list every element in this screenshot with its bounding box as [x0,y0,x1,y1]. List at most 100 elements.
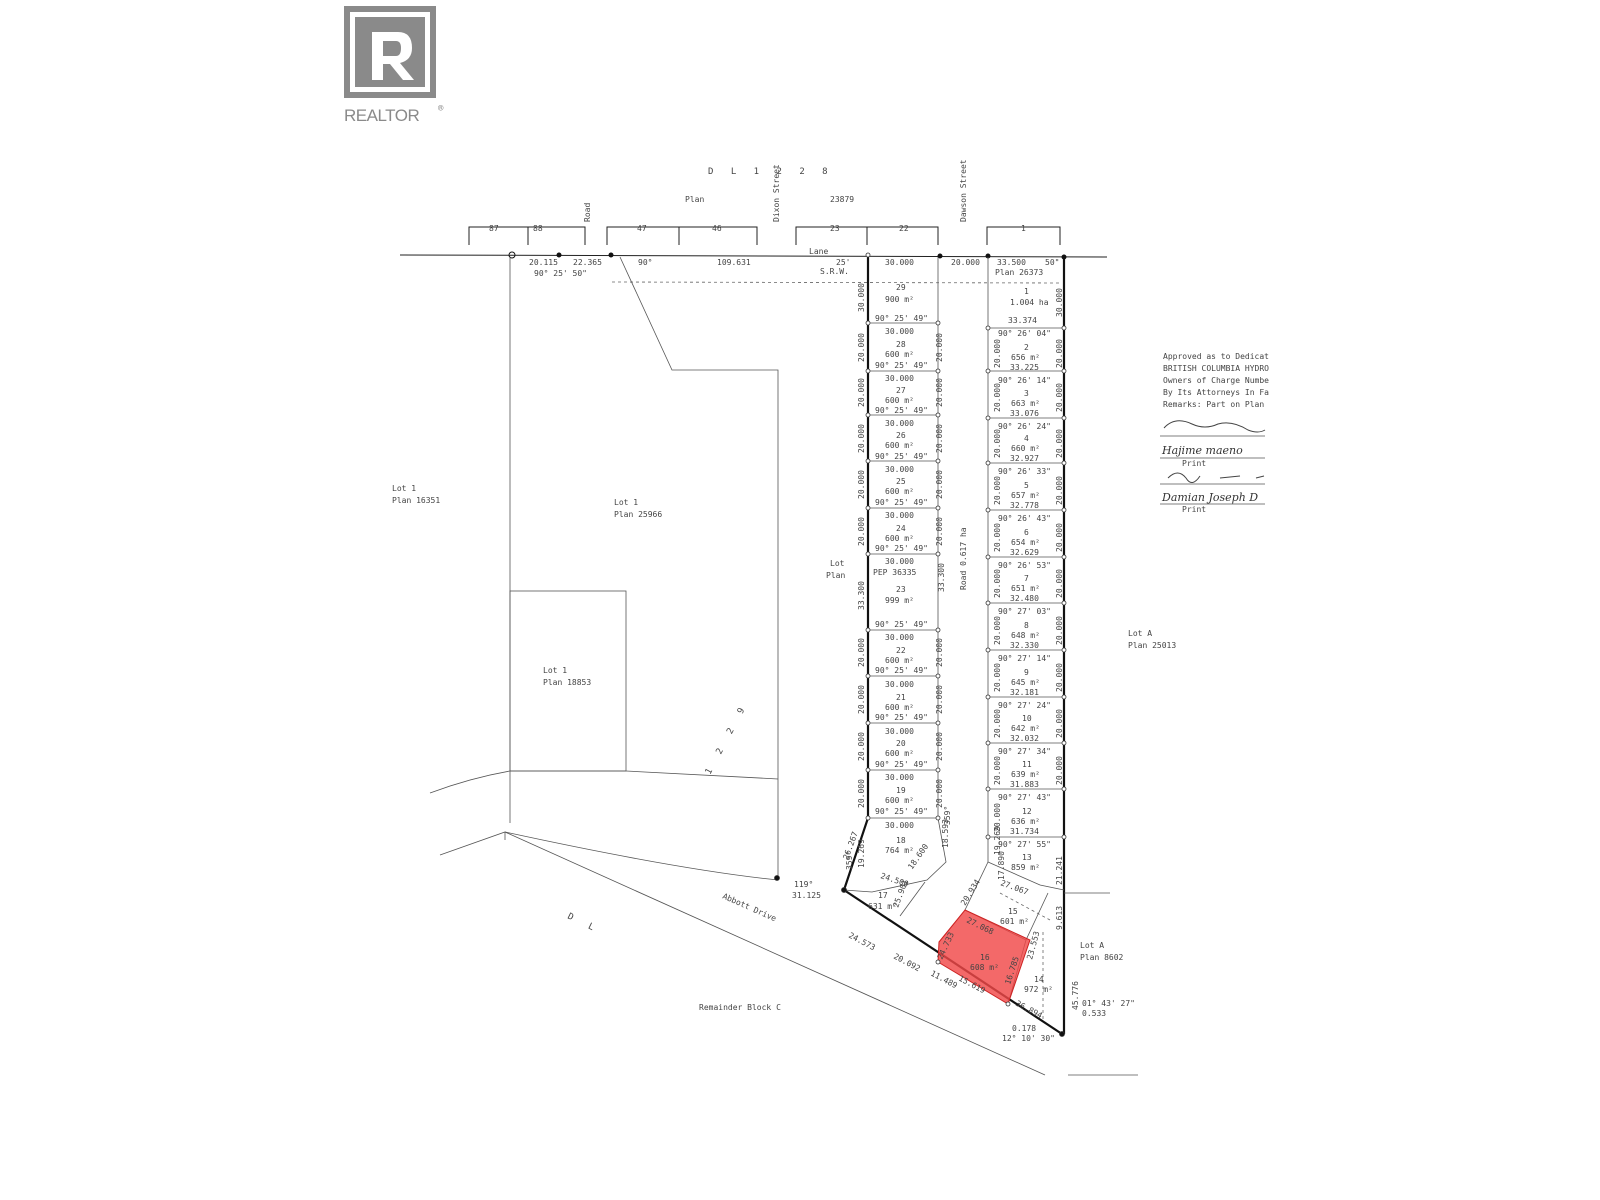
approval-line-2: BRITISH COLUMBIA HYDRO [1163,364,1269,373]
angle-top-1: 90° [638,258,652,267]
svg-text:30.000: 30.000 [885,374,914,383]
svg-text:20.000: 20.000 [935,779,944,808]
svg-text:22: 22 [896,646,906,655]
svg-text:20.000: 20.000 [1055,709,1064,738]
survey-marker [508,251,516,259]
svg-text:33.225: 33.225 [1010,363,1039,372]
svg-text:32.181: 32.181 [1010,688,1039,697]
left-lot-29: 29 900 m² 90° 25' 49" [875,283,928,323]
svg-text:23.553: 23.553 [1025,930,1041,960]
approval-line-5: Remarks: Part on Plan [1163,400,1264,409]
svg-text:20.000: 20.000 [993,383,1002,412]
svg-text:24: 24 [896,524,906,533]
right-lot-7: 90° 26' 53" 7 651 m² 32.480 [998,561,1051,603]
svg-text:32.778: 32.778 [1010,501,1039,510]
dim-top-3: 109.631 [717,258,751,267]
left-lot-28: 30.000 28 600 m² 90° 25' 49" [875,327,928,370]
svg-text:20.000: 20.000 [935,638,944,667]
svg-text:5: 5 [1024,481,1029,490]
svg-text:31.734: 31.734 [1010,827,1039,836]
lot-a-plan25013-lot: Lot A [1128,629,1152,638]
svg-text:7: 7 [1024,574,1029,583]
svg-text:90° 26' 04": 90° 26' 04" [998,329,1051,338]
svg-text:20.000: 20.000 [935,517,944,546]
svg-text:999 m²: 999 m² [885,596,914,605]
svg-text:20.000: 20.000 [1055,756,1064,785]
svg-text:12° 10' 30": 12° 10' 30" [1002,1034,1055,1043]
svg-text:600 m²: 600 m² [885,396,914,405]
svg-text:600 m²: 600 m² [885,796,914,805]
svg-text:90° 25' 49": 90° 25' 49" [875,713,928,722]
svg-text:90° 27' 24": 90° 27' 24" [998,701,1051,710]
angle-top-2: 90° 25' 50" [534,269,587,278]
top-lot-23: 23 [830,224,840,233]
angle-top-4: 50" [1045,258,1059,267]
svg-text:642 m²: 642 m² [1011,724,1040,733]
signatory-2-name: Damian Joseph D [1161,491,1258,504]
svg-text:90° 25' 49": 90° 25' 49" [875,452,928,461]
svg-text:6: 6 [1024,528,1029,537]
approval-block: Approved as to Dedicat BRITISH COLUMBIA … [1160,352,1269,514]
svg-text:90° 25' 49": 90° 25' 49" [875,498,928,507]
svg-text:32.927: 32.927 [1010,454,1039,463]
svg-text:32.032: 32.032 [1010,734,1039,743]
dim-top-5: 20.000 [951,258,980,267]
svg-text:20.000: 20.000 [935,732,944,761]
svg-text:90° 25' 49": 90° 25' 49" [875,406,928,415]
svg-text:654 m²: 654 m² [1011,538,1040,547]
survey-marker [985,253,991,259]
svg-text:20.000: 20.000 [1055,383,1064,412]
svg-text:30.000: 30.000 [857,283,866,312]
lot-16-area: 608 m² [970,963,999,972]
svg-text:29: 29 [896,283,906,292]
bottom-lots [899,861,1051,1020]
svg-text:20.934: 20.934 [959,878,982,907]
svg-text:25: 25 [896,477,906,486]
right-depth-labels: 20.000 20.000 20.000 20.000 20.000 20.00… [935,288,1080,1010]
left-parcels [429,256,1046,1076]
svg-text:90° 25' 49": 90° 25' 49" [875,760,928,769]
svg-text:10: 10 [1022,714,1032,723]
svg-text:20.092: 20.092 [892,952,922,974]
svg-text:90° 25' 49": 90° 25' 49" [875,544,928,553]
dim-top-1: 20.115 [529,258,558,267]
lot1-plan16351-plan: Plan 16351 [392,496,440,505]
svg-text:90° 27' 43": 90° 27' 43" [998,793,1051,802]
svg-text:4: 4 [1024,434,1029,443]
right-lot-10: 90° 27' 24" 10 642 m² 32.032 [998,701,1051,743]
svg-text:657 m²: 657 m² [1011,491,1040,500]
right-lot-5: 90° 26' 33" 5 657 m² 32.778 [998,467,1051,510]
dim-top-4: 30.000 [885,258,914,267]
left-lot-22: 30.000 22 600 m² 90° 25' 49" [875,633,928,675]
svg-text:32.330: 32.330 [1010,641,1039,650]
left-lot-18: 30.000 18 764 m² [885,821,914,855]
lot-plan-left-lot: Lot [830,559,845,568]
svg-text:28: 28 [896,340,906,349]
dim-top-6: 33.500 [997,258,1026,267]
road-area-label: Road 0.617 ha [959,527,968,590]
svg-text:651 m²: 651 m² [1011,584,1040,593]
lot-15-area: 601 m² [1000,917,1029,926]
svg-text:18: 18 [896,836,906,845]
svg-text:645 m²: 645 m² [1011,678,1040,687]
svg-text:36.894: 36.894 [1014,999,1044,1021]
top-lot-22: 22 [899,224,909,233]
svg-text:0.178: 0.178 [1012,1024,1036,1033]
svg-text:90° 25' 49": 90° 25' 49" [875,620,928,629]
right-lot-12: 90° 27' 43" 12 636 m² 31.734 [998,793,1051,836]
plan-label-top: Plan [685,195,704,204]
right-lot-4: 90° 26' 24" 4 660 m² 32.927 [998,422,1051,463]
svg-text:21.241: 21.241 [1055,856,1064,885]
svg-text:20.000: 20.000 [857,732,866,761]
right-lot-2: 90° 26' 04" 2 656 m² 33.225 [998,329,1051,372]
svg-text:900 m²: 900 m² [885,295,914,304]
survey-marker [608,252,614,258]
left-lot-20: 30.000 20 600 m² 90° 25' 49" [875,727,928,769]
svg-text:13: 13 [1022,853,1032,862]
svg-text:30.000: 30.000 [885,465,914,474]
svg-text:0.533: 0.533 [1082,1009,1106,1018]
svg-text:8: 8 [1024,621,1029,630]
top-lot-47: 47 [637,224,647,233]
svg-text:33.300: 33.300 [857,581,866,610]
svg-text:90° 27' 55": 90° 27' 55" [998,840,1051,849]
